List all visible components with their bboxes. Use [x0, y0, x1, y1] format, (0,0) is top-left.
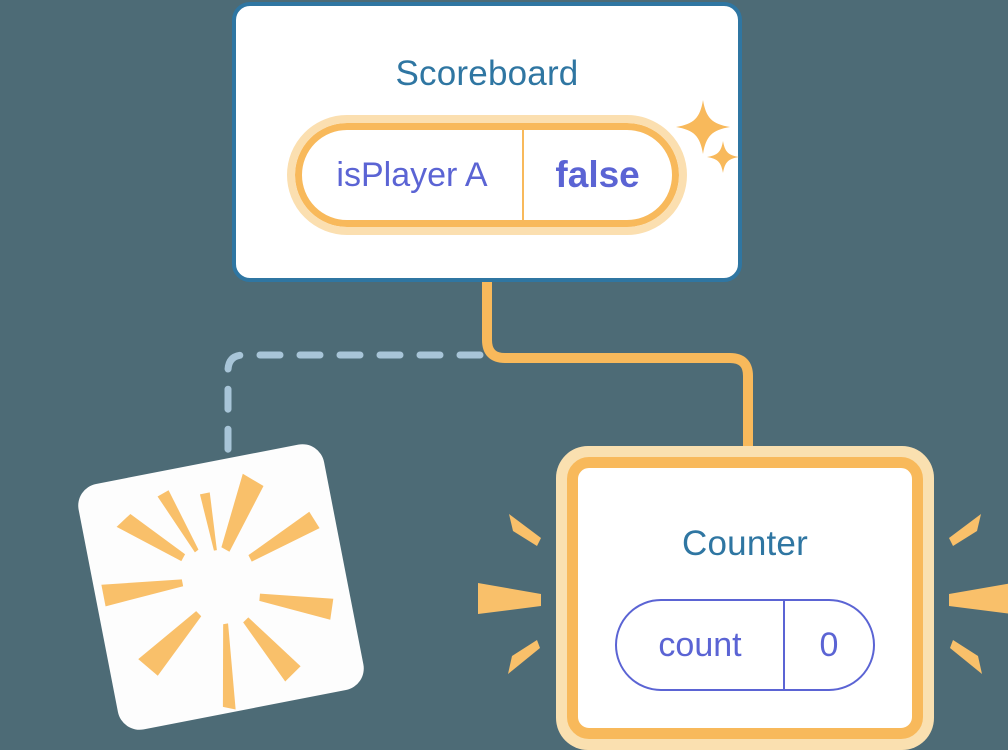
scoreboard-pill-key: isPlayer A [302, 130, 524, 220]
burst-ray-ne [221, 473, 264, 552]
ray-left-top [509, 514, 541, 546]
burst-ray-se [243, 617, 301, 682]
burst-ray-s [222, 623, 236, 710]
burst-ray-sw [138, 611, 202, 676]
scoreboard-state-pill[interactable]: isPlayer A false [287, 115, 687, 235]
counter-pill-value: 0 [819, 625, 839, 664]
burst-card[interactable] [74, 440, 368, 734]
burst-ray-group [101, 473, 334, 710]
ray-right-top [949, 514, 981, 546]
counter-card[interactable]: Counter count 0 [556, 446, 934, 750]
burst-ray-e-upper [248, 511, 320, 562]
burst-ray-nnw [157, 490, 199, 553]
connector-solid-scoreboard-to-counter [482, 282, 753, 452]
burst-ray-n [199, 492, 217, 551]
scoreboard-card[interactable]: Scoreboard isPlayer A false [232, 2, 742, 282]
counter-card-title: Counter [682, 524, 808, 563]
ray-left-mid [478, 583, 541, 614]
burst-ray-w [101, 579, 184, 607]
counter-state-pill[interactable]: count 0 [615, 599, 875, 691]
burst-ray-e-lower [259, 593, 334, 620]
scoreboard-pill-row: isPlayer A false [236, 115, 738, 235]
ray-right-bottom [950, 640, 982, 674]
scoreboard-pill-value: false [555, 154, 640, 195]
ray-right-mid [949, 583, 1008, 614]
burst-ray-nw [116, 513, 186, 562]
counter-pill-key: count [617, 601, 785, 689]
scoreboard-card-title: Scoreboard [395, 54, 579, 93]
ray-left-bottom [508, 640, 540, 674]
counter-pill-row: count 0 [578, 599, 912, 691]
counter-card-body: Counter count 0 [567, 457, 923, 739]
